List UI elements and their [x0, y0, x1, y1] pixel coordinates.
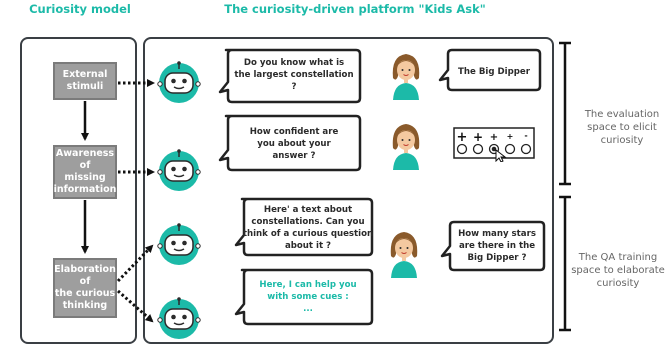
robot-bubble-3: Here' a text about constellations. Can y… [234, 197, 374, 257]
dotted-arrow-4 [117, 289, 154, 323]
bubble-3-line-1: Here' a text about [264, 205, 352, 215]
scale-symbol-3: + [490, 132, 498, 143]
training-space-label: The QA training space to elaborate curio… [571, 252, 665, 289]
scale-option-1 [456, 143, 468, 155]
robot-bubble-4: Here, I can help you with some cues : ..… [234, 268, 374, 326]
scale-option-5 [520, 143, 532, 155]
bubble-4-line-1: Here, I can help you [259, 280, 356, 290]
confidence-scale: + + + + - [453, 127, 535, 162]
answer-2-line-3: Big Dipper ? [467, 253, 526, 263]
child-icon [392, 54, 420, 100]
scale-option-2 [472, 143, 484, 155]
bubble-1-line-1: Do you know what is [244, 58, 344, 68]
bubble-2-line-2: you about your [257, 139, 331, 149]
scale-symbol-1: + [457, 130, 468, 145]
bubble-4-line-3: ... [303, 304, 313, 314]
bubble-3-line-4: about it ? [285, 241, 331, 251]
robot-icon [157, 61, 201, 103]
dotted-arrow-3 [116, 244, 154, 283]
bubble-2-line-1: How confident are [250, 127, 339, 137]
robot-bubble-2: How confident are you about your answer … [218, 114, 362, 172]
bubble-3-line-3: think of a curious question [243, 229, 373, 239]
evaluation-space-label: The evaluation space to elicit curiosity [584, 109, 660, 146]
robot-bubble-1: Do you know what is the largest constell… [218, 48, 362, 104]
bubble-1-line-2: the largest constellation [234, 70, 353, 80]
training-bracket [559, 195, 571, 332]
evaluation-bracket [559, 41, 571, 186]
answer-1-line-1: The Big Dipper [458, 67, 531, 77]
robot-icon [157, 297, 201, 339]
child-answer-bubble-1: The Big Dipper [438, 48, 542, 92]
answer-2-line-1: How many stars [458, 229, 536, 239]
bubble-2-line-3: answer ? [272, 151, 315, 161]
cursor-icon [495, 148, 507, 162]
curiosity-model-panel [20, 37, 137, 344]
scale-option-3-selected [491, 146, 497, 152]
child-icon [392, 124, 420, 170]
scale-symbol-4: + [507, 132, 514, 141]
scale-option-4 [504, 143, 516, 155]
robot-icon [157, 223, 201, 265]
platform-panel [143, 37, 554, 344]
bubble-4-line-2: with some cues : [267, 292, 348, 302]
scale-symbol-5: - [524, 131, 527, 140]
robot-icon [157, 149, 201, 191]
curiosity-model-header: Curiosity model [29, 2, 131, 16]
child-icon [390, 232, 418, 278]
answer-2-line-2: are there in the [459, 241, 535, 251]
bubble-3-line-2: constellations. Can you [251, 217, 364, 227]
bubble-1-line-3: ? [292, 82, 297, 92]
child-answer-bubble-2: How many stars are there in the Big Dipp… [440, 220, 546, 272]
platform-header: The curiosity-driven platform "Kids Ask" [224, 2, 486, 16]
scale-symbol-2: + [473, 130, 483, 144]
